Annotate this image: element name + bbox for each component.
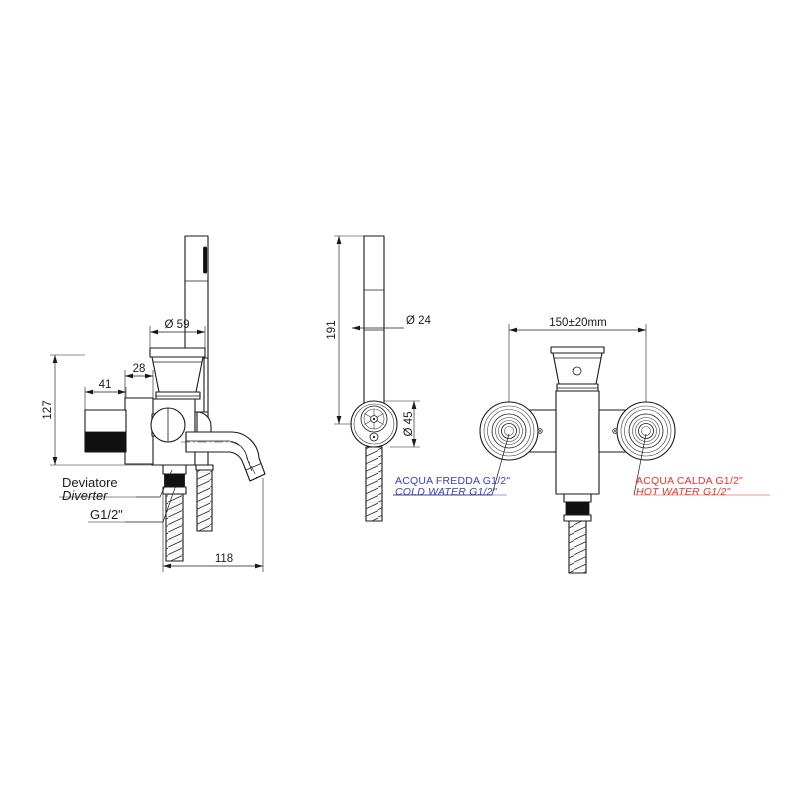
side-view: 127 41 28 Ø 59 118 [42, 235, 266, 572]
annotation-diverter: Deviatore Diverter [59, 469, 173, 503]
rosette-hot [616, 401, 676, 461]
label-cold-it: ACQUA FREDDA G1/2" [395, 475, 510, 487]
dim-dia59-text: Ø 59 [165, 319, 190, 331]
label-g-thread-side: G1/2" [90, 507, 123, 522]
handset-hose [365, 446, 383, 522]
spout-side [181, 411, 266, 482]
label-hot-en: HOT WATER G1/2" [636, 486, 732, 498]
dim-dia24-text: Ø 24 [406, 315, 432, 327]
escutcheon-cap-side [149, 347, 206, 400]
dimension-150: 150±20mm [508, 317, 647, 402]
dimension-127: 127 [42, 354, 152, 466]
front-body [550, 346, 605, 495]
annotation-g-half-inch: G1/2" [88, 484, 177, 523]
dimension-dia-45: Ø 45 [384, 400, 420, 448]
dimension-dia-59: Ø 59 [149, 319, 206, 348]
annotation-cold-water: ACQUA FREDDA G1/2" COLD WATER G1/2" [393, 433, 510, 498]
dimension-28: 28 [124, 363, 154, 398]
dim-28-text: 28 [133, 363, 146, 375]
front-view: 150±20mm ACQUA FREDDA G1/2" COLD WATER G… [393, 317, 770, 574]
handset-stick-side [184, 235, 209, 421]
handset-view: 191 Ø 24 Ø 45 [326, 235, 432, 522]
front-hose [563, 493, 592, 574]
dimension-dia-24: Ø 24 [351, 315, 432, 331]
dimension-118: 118 [162, 478, 264, 572]
rosette-cold [479, 401, 539, 461]
handset-body [363, 235, 385, 412]
annotation-hot-water: ACQUA CALDA G1/2" HOT WATER G1/2" [633, 433, 770, 498]
dim-191-text: 191 [326, 320, 338, 339]
label-deviatore: Deviatore [62, 475, 118, 490]
label-hot-it: ACQUA CALDA G1/2" [636, 475, 743, 487]
dim-118-text: 118 [215, 553, 233, 565]
label-cold-en: COLD WATER G1/2" [395, 486, 498, 498]
dim-150-text: 150±20mm [549, 317, 606, 329]
label-diverter: Diverter [62, 488, 108, 503]
hose-assembly-side [162, 464, 214, 562]
dim-41-text: 41 [99, 379, 112, 391]
dimension-191: 191 [326, 235, 364, 425]
dim-127-text: 127 [42, 400, 54, 419]
dimension-41: 41 [84, 379, 127, 410]
handset-face [350, 400, 398, 448]
diverter-knob-side [150, 407, 186, 443]
dim-dia45-text: Ø 45 [403, 412, 415, 437]
